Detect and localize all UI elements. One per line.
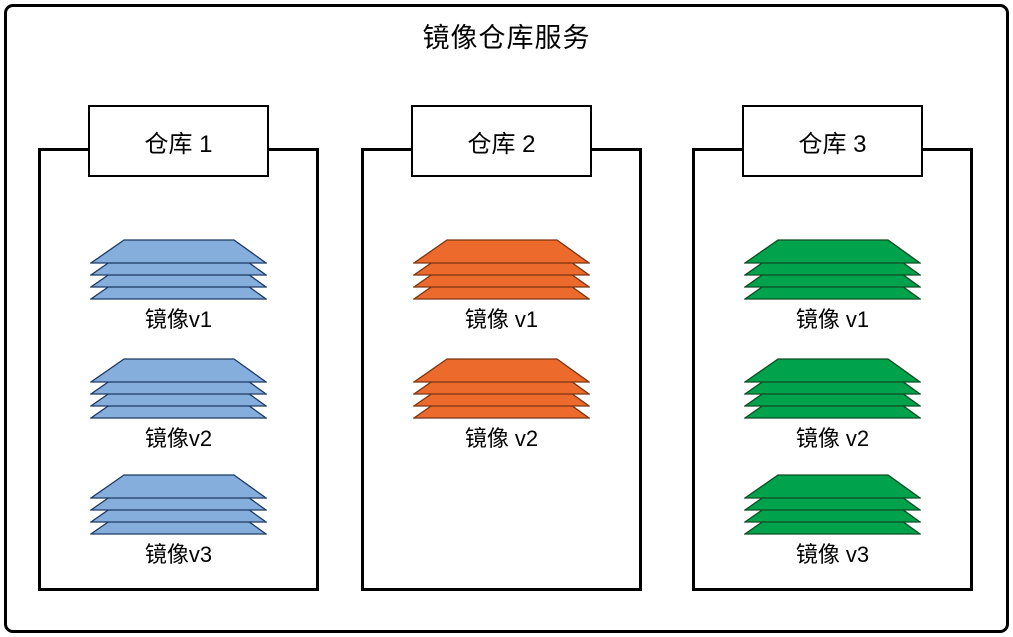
repo-header-box: 仓库 3	[742, 105, 923, 177]
image-version-label: 镜像 v1	[795, 307, 870, 332]
image-version-label: 镜像 v2	[795, 426, 870, 451]
image-version-label: 镜像v3	[144, 542, 213, 567]
image-version-group: 镜像 v2	[695, 358, 970, 452]
image-version-label: 镜像v1	[144, 307, 213, 332]
layer-plate	[413, 239, 590, 264]
layer-plate	[744, 358, 921, 383]
image-version-group: 镜像 v2	[364, 358, 639, 452]
image-version-group: 镜像v1	[41, 239, 316, 333]
layer-plate	[90, 358, 267, 383]
image-version-group: 镜像 v3	[695, 474, 970, 568]
layer-plate	[90, 474, 267, 499]
image-layers-stack-icon	[744, 358, 921, 419]
image-version-group: 镜像v3	[41, 474, 316, 568]
diagram-title: 镜像仓库服务	[422, 23, 591, 53]
repo-container-box: 镜像 v1 镜像 v2	[361, 148, 642, 591]
repo-name-label: 仓库 1	[144, 130, 213, 158]
image-layers-stack-icon	[413, 239, 590, 300]
image-version-group: 镜像 v1	[364, 239, 639, 333]
image-layers-stack-icon	[744, 474, 921, 535]
repo-container-box: 镜像 v1 镜像 v2 镜像 v3	[692, 148, 973, 591]
layer-plate	[90, 239, 267, 264]
image-version-label: 镜像v2	[144, 426, 213, 451]
repo-header-box: 仓库 2	[411, 105, 592, 177]
layer-plate	[744, 239, 921, 264]
repo-header-box: 仓库 1	[88, 105, 269, 177]
image-layers-stack-icon	[413, 358, 590, 419]
layer-plate	[744, 474, 921, 499]
layer-plate	[413, 358, 590, 383]
image-version-label: 镜像 v2	[464, 426, 539, 451]
image-layers-stack-icon	[90, 358, 267, 419]
image-version-label: 镜像 v3	[795, 542, 870, 567]
repo-container-box: 镜像v1 镜像v2 镜像v3	[38, 148, 319, 591]
image-version-group: 镜像v2	[41, 358, 316, 452]
repo-name-label: 仓库 3	[798, 130, 867, 158]
repo-name-label: 仓库 2	[467, 130, 536, 158]
image-layers-stack-icon	[90, 474, 267, 535]
image-layers-stack-icon	[90, 239, 267, 300]
image-version-label: 镜像 v1	[464, 307, 539, 332]
image-version-group: 镜像 v1	[695, 239, 970, 333]
image-layers-stack-icon	[744, 239, 921, 300]
